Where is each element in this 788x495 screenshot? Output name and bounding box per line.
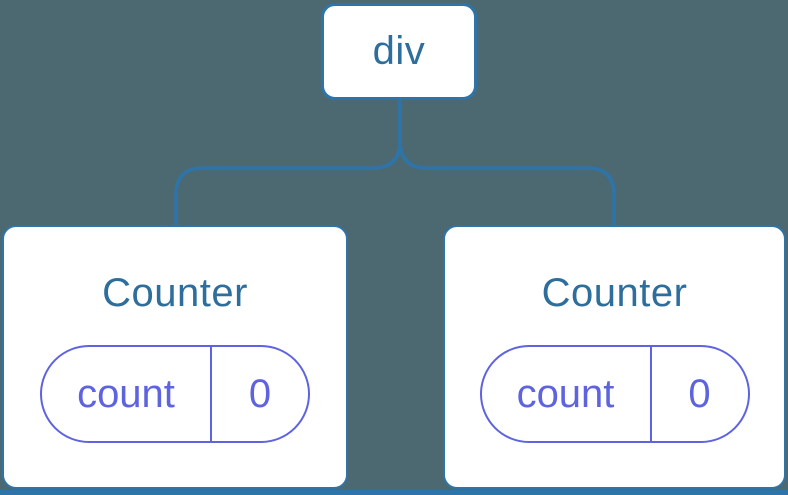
baseline-strip bbox=[0, 489, 788, 495]
state-pill: count 0 bbox=[40, 345, 310, 443]
state-key-cell: count bbox=[482, 347, 650, 441]
state-key-cell: count bbox=[42, 347, 210, 441]
counter-card-title: Counter bbox=[102, 271, 248, 315]
state-value-cell: 0 bbox=[210, 347, 308, 441]
state-key-label: count bbox=[77, 371, 175, 416]
counter-card-left: Counter count 0 bbox=[2, 225, 348, 489]
connector-branch-left bbox=[174, 100, 402, 227]
root-node-div: div bbox=[321, 3, 477, 100]
root-node-label: div bbox=[372, 29, 426, 73]
state-pill: count 0 bbox=[479, 345, 750, 443]
state-value-cell: 0 bbox=[649, 347, 748, 441]
state-value-label: 0 bbox=[248, 371, 272, 416]
state-key-label: count bbox=[516, 371, 615, 416]
state-value-label: 0 bbox=[688, 371, 711, 416]
counter-card-right: Counter count 0 bbox=[443, 225, 786, 489]
connector-branch-right bbox=[398, 100, 616, 227]
counter-card-title: Counter bbox=[541, 271, 688, 315]
